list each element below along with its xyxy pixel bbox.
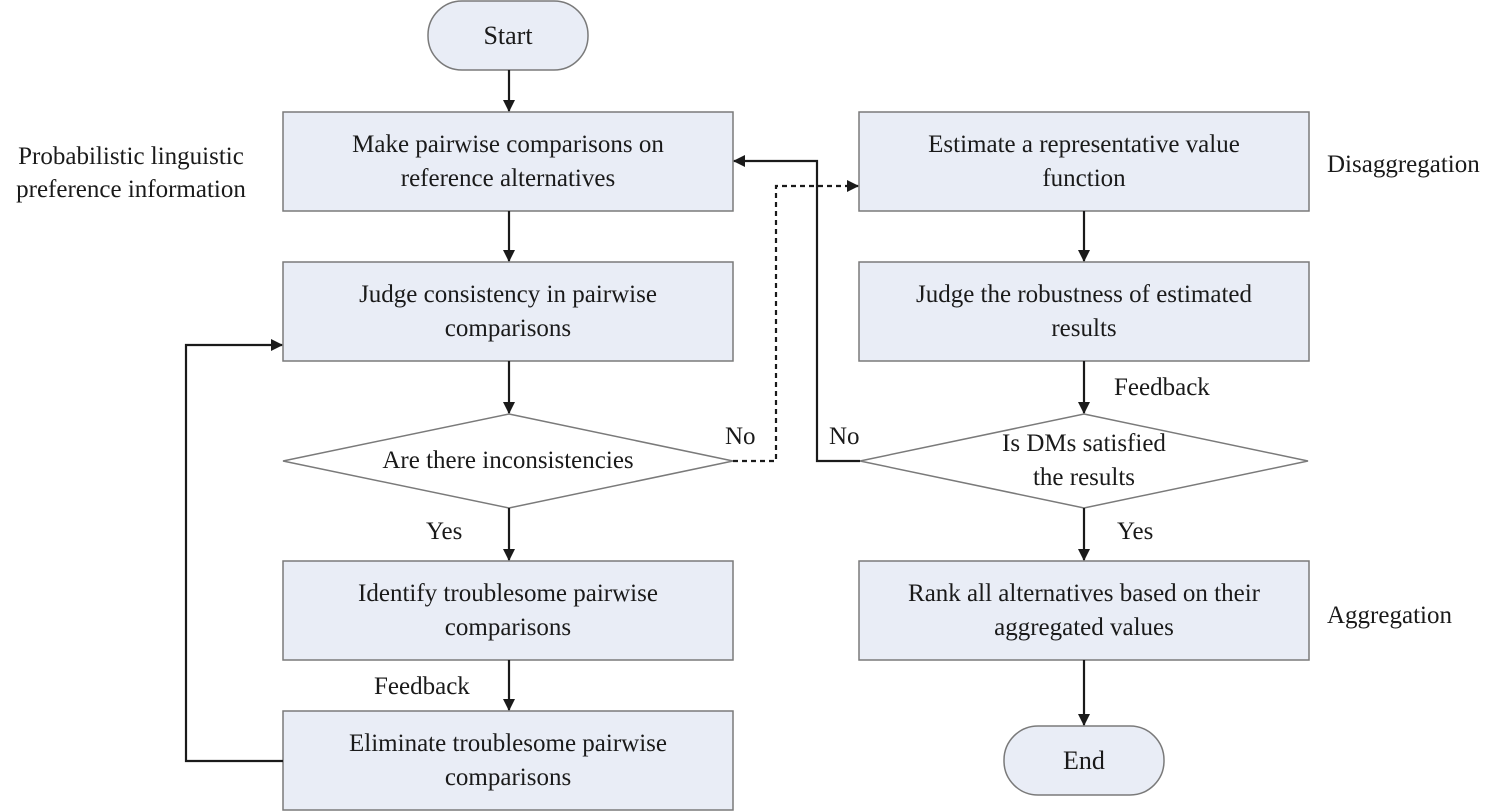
no-label-left: No <box>725 423 756 450</box>
eliminate-troublesome-box <box>282 710 734 811</box>
judge-consistency-step: Judge consistency in pairwise comparison… <box>359 280 657 342</box>
estimate-value-function-step: Estimate a representative value function <box>928 130 1240 192</box>
end-terminal-shape <box>1003 725 1165 796</box>
rank-alternatives-step: Rank all alternatives based on their agg… <box>908 579 1260 641</box>
end-terminal: End <box>1063 745 1105 775</box>
estimate-value-function-box <box>858 111 1310 212</box>
start-terminal: Start <box>483 20 533 50</box>
arrow-eliminate-feedback-loop <box>184 339 283 763</box>
eliminate-troublesome-step: Eliminate troublesome pairwise compariso… <box>349 729 667 791</box>
arrow-dms-no-to-make <box>733 155 860 463</box>
judge-robustness-step: Judge the robustness of estimated result… <box>915 280 1253 342</box>
arrow-no-to-estimate-dashed <box>733 180 859 463</box>
no-label-right: No <box>829 423 860 450</box>
yes-label-right: Yes <box>1117 518 1154 545</box>
make-pairwise-box <box>282 111 734 212</box>
judge-robustness-box <box>858 261 1310 362</box>
feedback-label-right: Feedback <box>1114 374 1210 401</box>
yes-label-left: Yes <box>426 518 463 545</box>
input-information-label: Probabilistic linguistic preference info… <box>16 143 246 203</box>
inconsistencies-decision: Are there inconsistencies <box>382 447 634 474</box>
judge-consistency-box <box>282 261 734 362</box>
make-pairwise-comparisons-step: Make pairwise comparisons on reference a… <box>352 130 664 192</box>
dms-satisfied-decision: Is DMs satisfied the results <box>1002 430 1166 491</box>
disaggregation-label: Disaggregation <box>1327 151 1480 178</box>
identify-troublesome-step: Identify troublesome pairwise comparison… <box>358 579 658 641</box>
aggregation-label: Aggregation <box>1327 602 1452 629</box>
feedback-label-left: Feedback <box>374 673 470 700</box>
identify-troublesome-box <box>282 560 734 661</box>
